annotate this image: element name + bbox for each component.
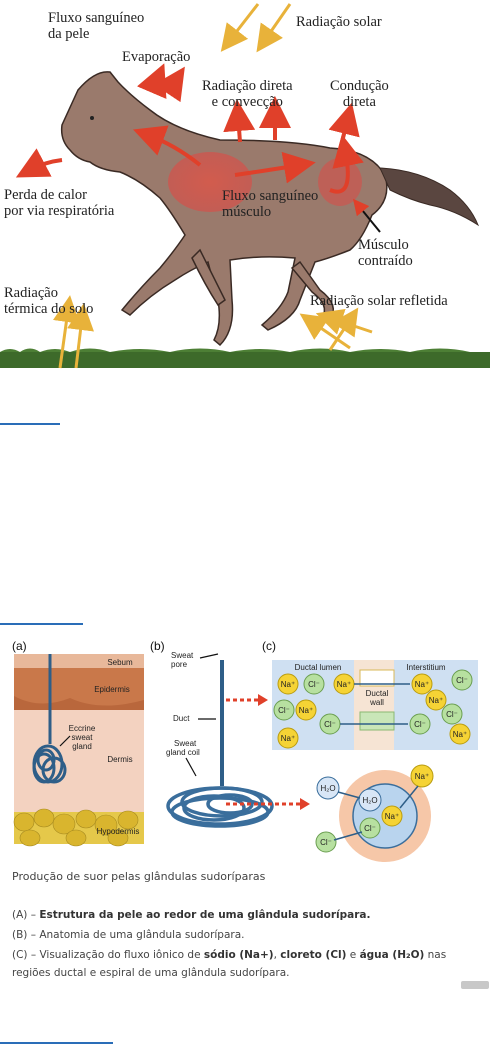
svg-text:wall: wall <box>369 698 384 707</box>
ion-sodium: Na⁺ <box>277 727 299 749</box>
muscle-zone <box>318 158 362 206</box>
ion-water: H₂O <box>316 776 340 800</box>
ion-sodium: Na⁺ <box>381 805 403 827</box>
eccrine-gland-label: Eccrine sweat gland <box>69 724 96 751</box>
muscle-pointer-arrow <box>352 198 381 233</box>
panel-label-b: (b) <box>150 639 165 653</box>
svg-text:Cl⁻: Cl⁻ <box>308 680 320 689</box>
svg-text:Cl⁻: Cl⁻ <box>446 710 458 719</box>
svg-text:Na⁺: Na⁺ <box>337 680 351 689</box>
sweat-gland-illustration: (a) (b) (c) Sebum Epidermis Dermis Hypod… <box>12 639 478 862</box>
sweat-gland-figure: (a) (b) (c) Sebum Epidermis Dermis Hypod… <box>0 636 490 866</box>
svg-text:Na⁺: Na⁺ <box>281 734 295 743</box>
heat-zone-thorax <box>168 152 252 212</box>
sebum-layer <box>14 654 144 668</box>
svg-text:sweat: sweat <box>72 733 94 742</box>
horse-illustration <box>0 3 490 369</box>
svg-text:Eccrine: Eccrine <box>69 724 96 733</box>
epidermis-label: Epidermis <box>94 685 130 694</box>
svg-text:Cl⁻: Cl⁻ <box>364 824 376 833</box>
label-direct-radiation: Radiação direta e convecção <box>202 78 293 110</box>
sebum-label: Sebum <box>107 658 133 667</box>
svg-text:Na⁺: Na⁺ <box>415 680 429 689</box>
hypodermis-label: Hypodermis <box>97 827 140 836</box>
ion-sodium: Na⁺ <box>277 673 299 695</box>
svg-text:Cl⁻: Cl⁻ <box>414 720 426 729</box>
ground-grass <box>0 352 490 368</box>
duct-label: Duct <box>173 714 190 723</box>
label-respiratory-loss: Perda de calor por via respiratória <box>4 187 115 219</box>
ion-sodium: Na⁺ <box>295 699 317 721</box>
ion-chloride: Cl⁻ <box>319 713 341 735</box>
ion-sodium: Na⁺ <box>333 673 355 695</box>
label-evaporation: Evaporação <box>122 49 191 65</box>
caption-line-b: (B) – Anatomia de uma glândula sudorípar… <box>12 929 245 941</box>
ductal-lumen-label: Ductal lumen <box>295 663 342 672</box>
horse-thermoregulation-figure: Fluxo sanguíneo da pele Radiação solar E… <box>0 0 490 370</box>
ion-sodium: Na⁺ <box>410 764 434 788</box>
ductal-wall-label: Ductal wall <box>366 689 389 707</box>
panel-label-a: (a) <box>12 639 27 653</box>
svg-text:Cl⁻: Cl⁻ <box>320 838 332 847</box>
ion-water: H₂O <box>358 788 382 812</box>
svg-text:Na⁺: Na⁺ <box>385 812 399 821</box>
ion-chloride: Cl⁻ <box>315 831 337 853</box>
label-skin-blood-flow: Fluxo sanguíneo da pele <box>48 10 145 42</box>
horse-tail <box>379 167 480 227</box>
section-divider <box>0 423 60 425</box>
interstitium-label: Interstitium <box>406 663 445 672</box>
svg-text:H₂O: H₂O <box>362 796 377 805</box>
caption-line-c2: regiões ductal e espiral de uma glândula… <box>12 967 290 979</box>
panel-label-c: (c) <box>262 639 276 653</box>
svg-text:Sweat: Sweat <box>174 739 197 748</box>
ion-sodium: Na⁺ <box>411 673 433 695</box>
svg-text:Cl⁻: Cl⁻ <box>278 706 290 715</box>
label-muscle-blood-flow: Fluxo sanguíneo músculo <box>222 188 319 220</box>
svg-text:gland coil: gland coil <box>166 748 200 757</box>
ion-chloride: Cl⁻ <box>359 817 381 839</box>
gland-coil-b <box>166 786 274 828</box>
svg-text:H₂O: H₂O <box>320 784 335 793</box>
caption-line-a: (A) – Estrutura da pele ao redor de uma … <box>12 909 371 921</box>
ion-sodium: Na⁺ <box>425 689 447 711</box>
section-divider <box>0 623 83 625</box>
sweat-pore-label: Sweat pore <box>171 651 194 669</box>
svg-text:Sweat: Sweat <box>171 651 194 660</box>
svg-text:Cl⁻: Cl⁻ <box>456 676 468 685</box>
label-ground-radiation: Radiação térmica do solo <box>4 285 94 317</box>
svg-text:Na⁺: Na⁺ <box>453 730 467 739</box>
label-contracted-muscle: Músculo contraído <box>358 237 413 269</box>
scroll-to-top-button[interactable] <box>461 981 489 989</box>
label-solar-radiation: Radiação solar <box>296 14 382 30</box>
dermis-label: Dermis <box>107 755 132 764</box>
label-direct-conduction: Condução direta <box>330 78 389 110</box>
svg-text:pore: pore <box>171 660 188 669</box>
ion-chloride: Cl⁻ <box>303 673 325 695</box>
svg-text:Na⁺: Na⁺ <box>429 696 443 705</box>
ion-chloride: Cl⁻ <box>273 699 295 721</box>
sweat-gland-coil-label: Sweat gland coil <box>166 739 200 757</box>
figure-caption-title: Produção de suor pelas glândulas sudoríp… <box>12 870 266 883</box>
solar-arrows <box>52 3 373 369</box>
caption-line-c: (C) – Visualização do fluxo iônico de só… <box>12 949 447 961</box>
svg-text:Na⁺: Na⁺ <box>281 680 295 689</box>
svg-text:Na⁺: Na⁺ <box>415 772 429 781</box>
svg-text:Ductal: Ductal <box>366 689 389 698</box>
svg-text:Cl⁻: Cl⁻ <box>324 720 336 729</box>
ion-chloride: Cl⁻ <box>451 669 473 691</box>
section-divider <box>0 1042 113 1044</box>
ion-chloride: Cl⁻ <box>409 713 431 735</box>
svg-text:Na⁺: Na⁺ <box>299 706 313 715</box>
ion-sodium: Na⁺ <box>449 723 471 745</box>
svg-text:gland: gland <box>72 742 92 751</box>
gland-coil-a <box>32 744 67 784</box>
ion-chloride: Cl⁻ <box>441 703 463 725</box>
heat-flow-arrows <box>15 63 364 194</box>
label-reflected-radiation: Radiação solar refletida <box>310 293 448 309</box>
